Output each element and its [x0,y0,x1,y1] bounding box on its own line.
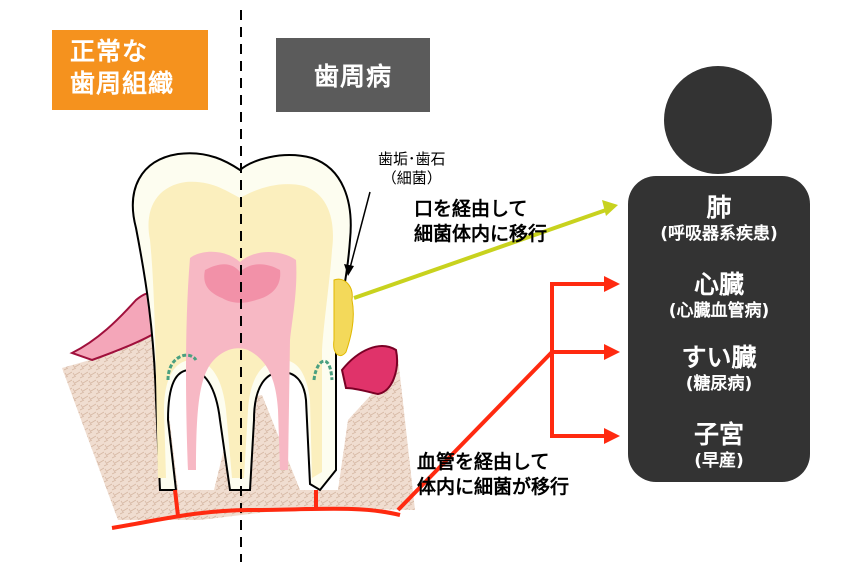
plaque-tartar [333,278,354,356]
organ-disease: (呼吸器系疾患) [660,224,778,244]
organ-disease: (糖尿病) [685,374,753,394]
tooth-pulp [186,251,297,470]
organ-name: 心臓 [693,270,744,299]
mouth-route-arrow [353,200,618,300]
plaque-label-line1: 歯垢･歯石 [378,150,446,168]
organ-disease: (早産) [694,451,744,471]
body-torso [628,176,810,482]
normal-label-line2: 歯周組織 [70,69,175,98]
plaque-label-line2: （細菌） [381,169,442,187]
blood-route-line2: 体内に細菌が移行 [417,476,570,498]
periodontal-disease-label: 歯周病 [276,38,430,112]
organ-lung: 肺 (呼吸器系疾患) [630,193,808,245]
organ-pancreas: すい臓 (糖尿病) [630,343,808,395]
mouth-route-label: 口を経由して 細菌体内に移行 [414,197,547,247]
mouth-route-line2: 細菌体内に移行 [414,223,548,245]
organ-name: 子宮 [693,420,744,449]
mouth-route-line1: 口を経由して [414,198,528,220]
blood-route-arrow [396,282,606,512]
organ-name: すい臓 [681,343,757,372]
blood-vessel [111,489,401,530]
organ-heart: 心臓 (心臓血管病) [630,270,808,322]
blood-route-label: 血管を経由して 体内に細菌が移行 [417,450,569,500]
inflamed-gum [340,345,398,396]
body-head [664,66,772,174]
organ-uterus: 子宮 (早産) [630,420,808,472]
normal-tissue-label: 正常な 歯周組織 [52,30,208,110]
organ-name: 肺 [706,193,732,222]
normal-label-line1: 正常な [70,37,149,66]
plaque-label: 歯垢･歯石 （細菌） [378,150,446,188]
plaque-pointer [349,191,371,269]
organ-disease: (心臓血管病) [668,301,770,321]
blood-route-line1: 血管を経由して [417,451,550,473]
